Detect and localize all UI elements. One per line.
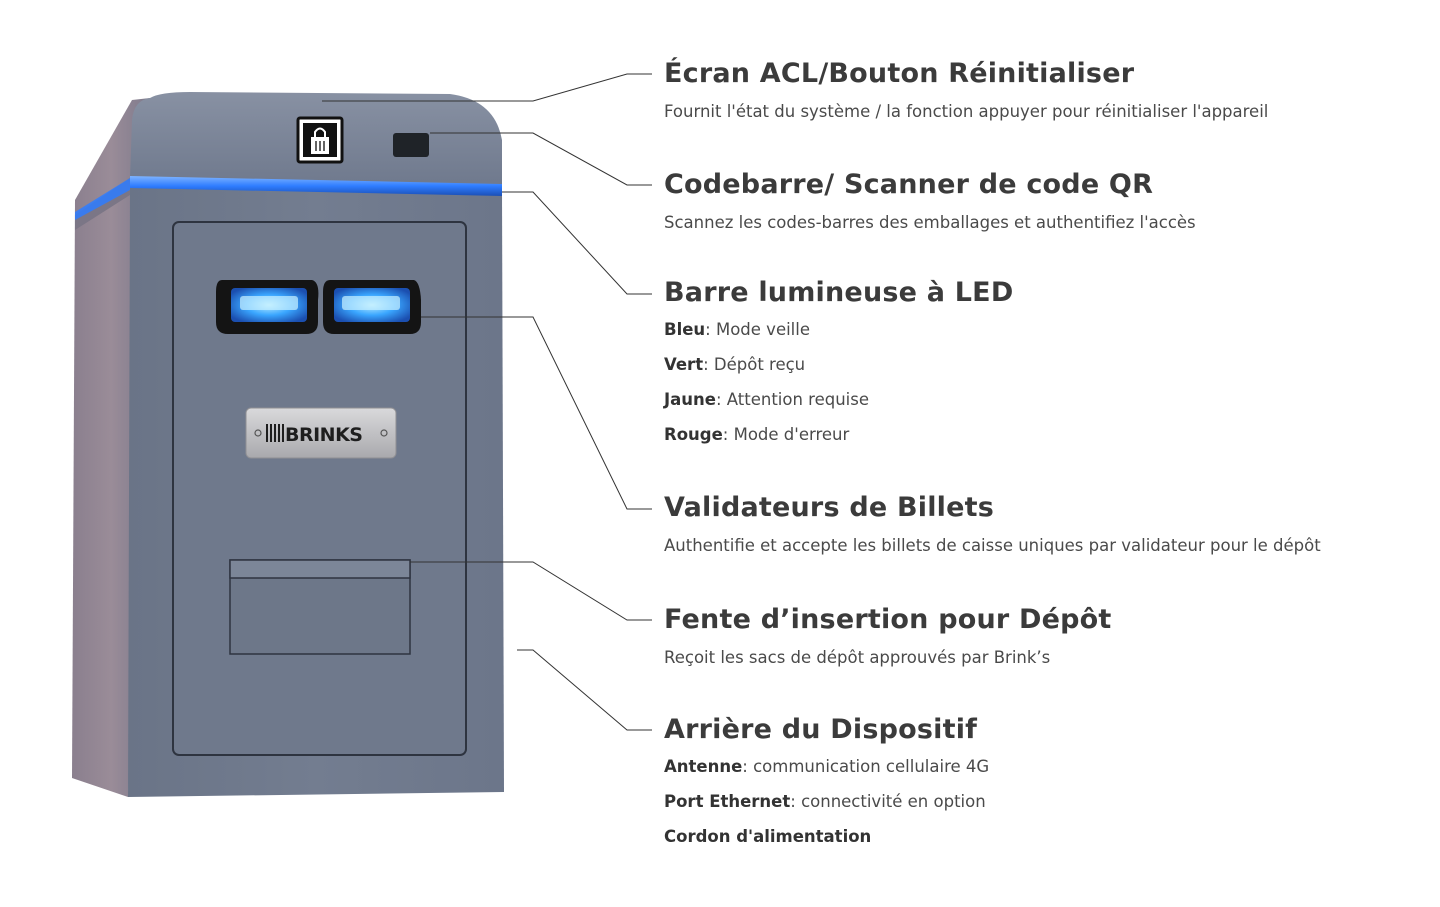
callout-description: Reçoit les sacs de dépôt approuvés par B… — [664, 648, 1051, 667]
callout-deposit-slot: Fente d’insertion pour Dépôt Reçoit les … — [664, 603, 1112, 669]
rear-feature-power-cord: Cordon d'alimentation — [664, 827, 872, 846]
leader-line-validators — [421, 316, 652, 510]
leader-lines — [322, 73, 652, 731]
led-mode-green: Vert: Dépôt reçu — [664, 355, 806, 374]
callout-title: Codebarre/ Scanner de code QR — [664, 169, 1154, 200]
bill-validator-left — [216, 280, 319, 334]
rear-feature-ethernet: Port Ethernet: connectivité en option — [664, 792, 986, 811]
leader-line-slot — [410, 561, 652, 621]
callout-device-rear: Arrière du Dispositif Antenne: communica… — [664, 713, 989, 854]
callout-title: Fente d’insertion pour Dépôt — [664, 604, 1112, 635]
led-mode-red: Rouge: Mode d'erreur — [664, 425, 850, 444]
callout-lcd-reset: Écran ACL/Bouton Réinitialiser Fournit l… — [664, 57, 1268, 123]
leader-line-scanner — [430, 132, 652, 186]
callout-led-bar: Barre lumineuse à LED Bleu: Mode veille … — [664, 276, 1013, 452]
led-mode-yellow: Jaune: Attention requise — [664, 390, 870, 409]
brand-label: BRINKS — [285, 424, 363, 446]
bill-validator-right — [323, 280, 421, 334]
callout-description: Scannez les codes-barres des emballages … — [664, 213, 1196, 232]
brand-logo-icon — [266, 424, 284, 442]
led-light-bar — [130, 176, 502, 196]
callout-title: Validateurs de Billets — [664, 492, 994, 523]
deposit-slot — [229, 559, 411, 655]
barcode-scanner-window — [393, 133, 429, 157]
lock-icon — [311, 127, 329, 154]
led-mode-blue: Bleu: Mode veille — [664, 320, 811, 339]
callout-title: Barre lumineuse à LED — [664, 277, 1014, 308]
callout-description: Authentifie et accepte les billets de ca… — [664, 536, 1321, 555]
brand-plate: BRINKS — [245, 407, 397, 459]
callout-description: Fournit l'état du système / la fonction … — [664, 102, 1269, 121]
leader-line-lcd — [322, 73, 652, 102]
callout-scanner: Codebarre/ Scanner de code QR Scannez le… — [664, 168, 1196, 234]
callout-title: Écran ACL/Bouton Réinitialiser — [664, 58, 1135, 89]
callout-title: Arrière du Dispositif — [664, 714, 978, 745]
leader-line-led — [502, 191, 652, 295]
rear-feature-antenna: Antenne: communication cellulaire 4G — [664, 757, 990, 776]
led-mode-list: Bleu: Mode veille Vert: Dépôt reçu Jaune… — [664, 312, 1013, 452]
rear-features-list: Antenne: communication cellulaire 4G Por… — [664, 749, 989, 854]
callout-bill-validators: Validateurs de Billets Authentifie et ac… — [664, 491, 1321, 557]
leader-line-rear — [517, 649, 652, 731]
